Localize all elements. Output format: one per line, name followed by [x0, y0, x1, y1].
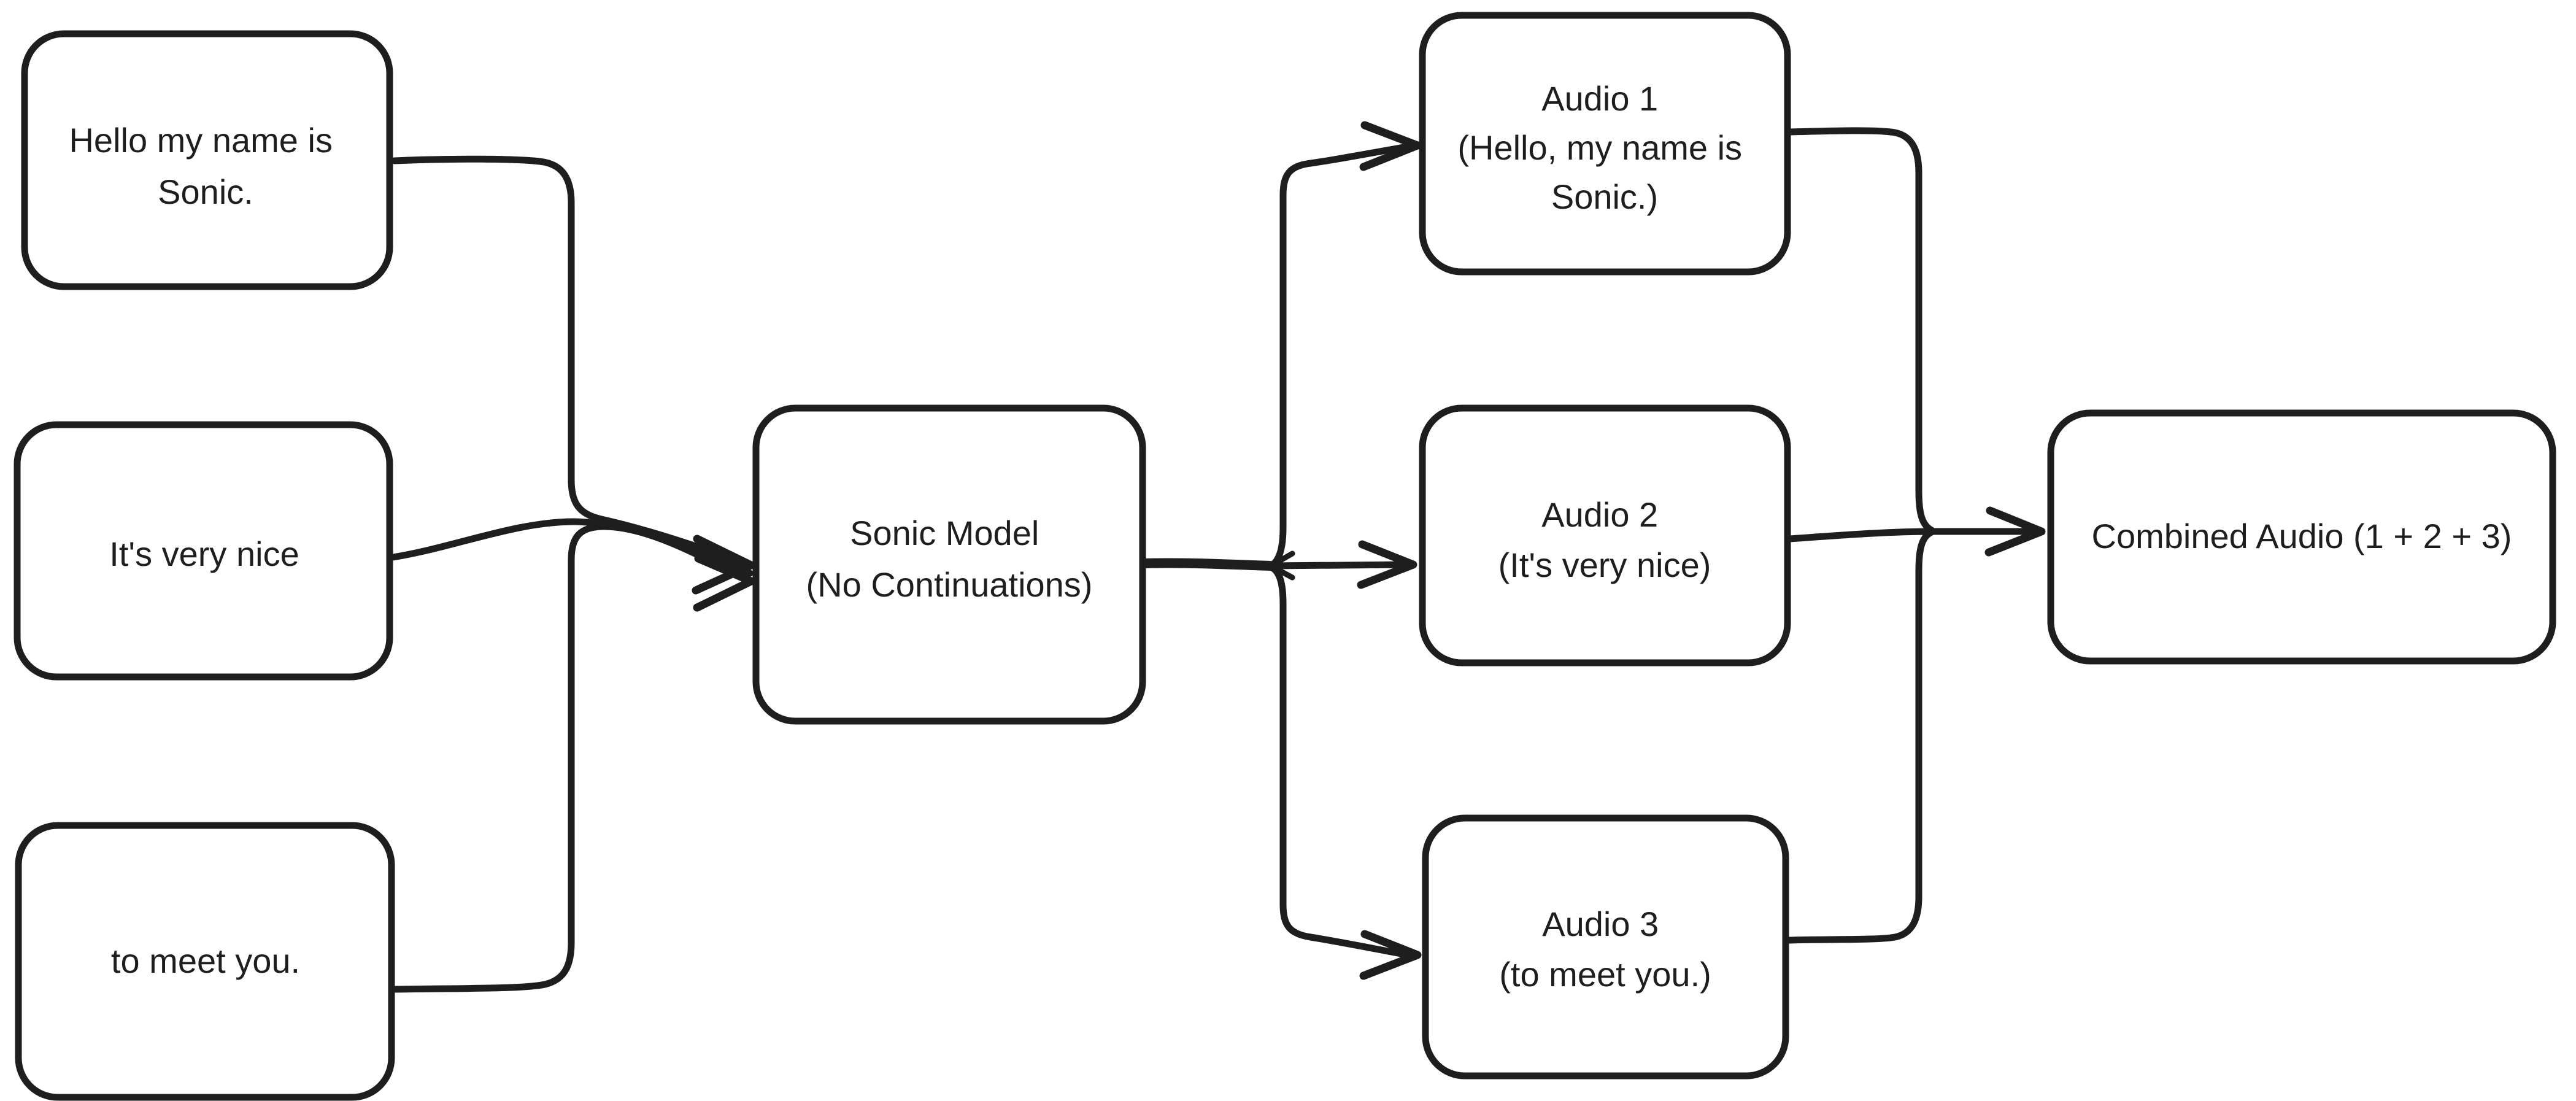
node-combined-audio-box	[2047, 409, 2556, 665]
node-combined-audio: Combined Audio (1 + 2 + 3)	[2047, 409, 2556, 665]
node-input-2-box	[13, 421, 393, 681]
node-input-3-box	[15, 822, 395, 1101]
arrowhead-into-audio3	[1359, 930, 1422, 980]
node-sonic-model: Sonic Model (No Continuations)	[752, 404, 1146, 725]
label-line: (It's very nice)	[1498, 546, 1711, 584]
connector-audio2-to-merge	[1786, 528, 1937, 543]
arrowhead-into-model-lower	[693, 554, 755, 612]
connector-input1-to-model	[391, 155, 754, 570]
label-line: Combined Audio (1 + 2 + 3)	[2092, 517, 2512, 555]
node-audio-2-label: Audio 2 (It's very nice)	[1498, 495, 1711, 584]
label-line: Sonic.	[158, 172, 253, 211]
label-line: Sonic.)	[1551, 177, 1658, 216]
node-audio-1-box	[1419, 12, 1791, 276]
label-line: (to meet you.)	[1499, 955, 1711, 994]
connector-model-output	[1139, 558, 1275, 571]
node-input-1-box	[21, 30, 393, 290]
label-line: Hello my name is	[69, 121, 332, 160]
connector-input3-to-model	[392, 523, 754, 993]
node-audio-2-box	[1419, 404, 1791, 666]
arrowhead-into-audio1	[1359, 121, 1422, 171]
arrowhead-into-combined	[1984, 506, 2046, 557]
node-input-2-label: It's very nice	[109, 535, 299, 573]
node-input-1-label: Hello my name is Sonic.	[69, 121, 342, 211]
node-sonic-model-label: Sonic Model (No Continuations)	[806, 514, 1093, 604]
connector-split-to-audio2	[1267, 561, 1408, 570]
label-line: It's very nice	[109, 535, 299, 573]
connector-audio1-to-merge	[1786, 127, 1935, 534]
node-audio-1: Audio 1 (Hello, my name is Sonic.)	[1419, 12, 1791, 276]
node-audio-3-label: Audio 3 (to meet you.)	[1499, 905, 1711, 994]
node-audio-3: Audio 3 (to meet you.)	[1422, 814, 1789, 1080]
node-input-1: Hello my name is Sonic.	[21, 30, 393, 290]
node-sonic-model-box	[752, 404, 1146, 725]
label-line: Audio 2	[1541, 495, 1658, 534]
label-line: Audio 3	[1542, 905, 1659, 943]
label-line: (Hello, my name is	[1457, 128, 1742, 167]
connector-split-to-audio1	[1267, 143, 1411, 570]
label-line: Audio 1	[1541, 79, 1658, 118]
node-input-3: to meet you.	[15, 822, 395, 1101]
node-audio-3-box	[1422, 814, 1789, 1080]
arrowhead-into-model-upper	[692, 535, 755, 595]
node-input-3-label: to meet you.	[111, 941, 300, 980]
arrowhead-into-audio2	[1357, 540, 1417, 589]
connector-audio3-to-merge	[1785, 528, 1935, 944]
label-line: Sonic Model	[850, 514, 1039, 552]
label-line: (No Continuations)	[806, 565, 1093, 604]
node-input-2: It's very nice	[13, 421, 393, 681]
label-line: to meet you.	[111, 941, 300, 980]
node-audio-2: Audio 2 (It's very nice)	[1419, 404, 1791, 666]
node-combined-audio-label: Combined Audio (1 + 2 + 3)	[2092, 517, 2512, 555]
connector-input2-to-model	[389, 518, 754, 577]
connector-split-to-audio3	[1267, 563, 1411, 959]
node-audio-1-label: Audio 1 (Hello, my name is Sonic.)	[1457, 79, 1751, 216]
